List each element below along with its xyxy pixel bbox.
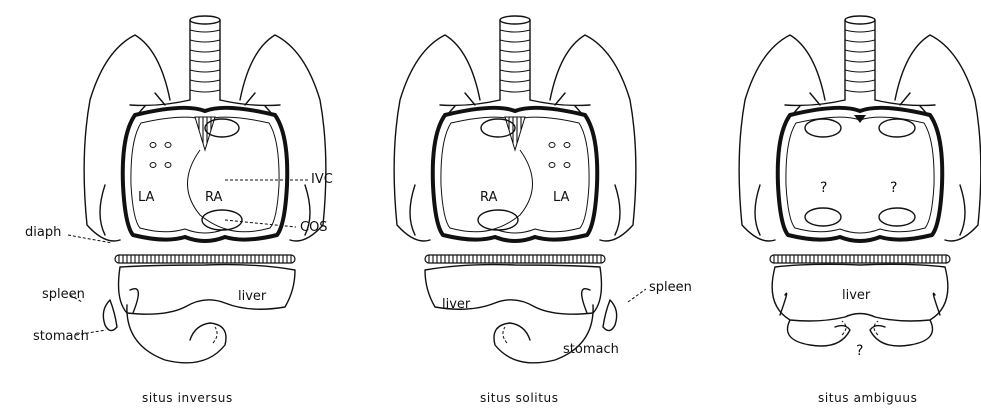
label-ra: RA	[480, 190, 498, 205]
label-spleen: spleen	[649, 280, 692, 295]
label-ivc: IVC	[311, 172, 333, 187]
panel-situs-solitus	[394, 16, 636, 363]
label-liver: liver	[842, 288, 871, 303]
label-diaphragm: diaph	[25, 225, 61, 240]
caption-situs-inversus: situs inversus	[142, 391, 233, 405]
label-atrium-unknown-right: ?	[890, 180, 897, 196]
label-cos: COS	[300, 220, 328, 235]
label-stomach: stomach	[563, 342, 619, 357]
caption-situs-solitus: situs solitus	[480, 391, 559, 405]
label-stomach: stomach	[33, 329, 89, 344]
label-liver: liver	[442, 297, 471, 312]
label-atrium-unknown-left: ?	[820, 180, 827, 196]
label-ra: RA	[205, 190, 223, 205]
label-la: LA	[553, 190, 570, 205]
label-stomach-unknown: ?	[856, 343, 863, 359]
label-spleen: spleen	[42, 287, 85, 302]
label-la: LA	[138, 190, 155, 205]
caption-situs-ambiguus: situs ambiguus	[818, 391, 917, 405]
label-liver: liver	[238, 289, 267, 304]
